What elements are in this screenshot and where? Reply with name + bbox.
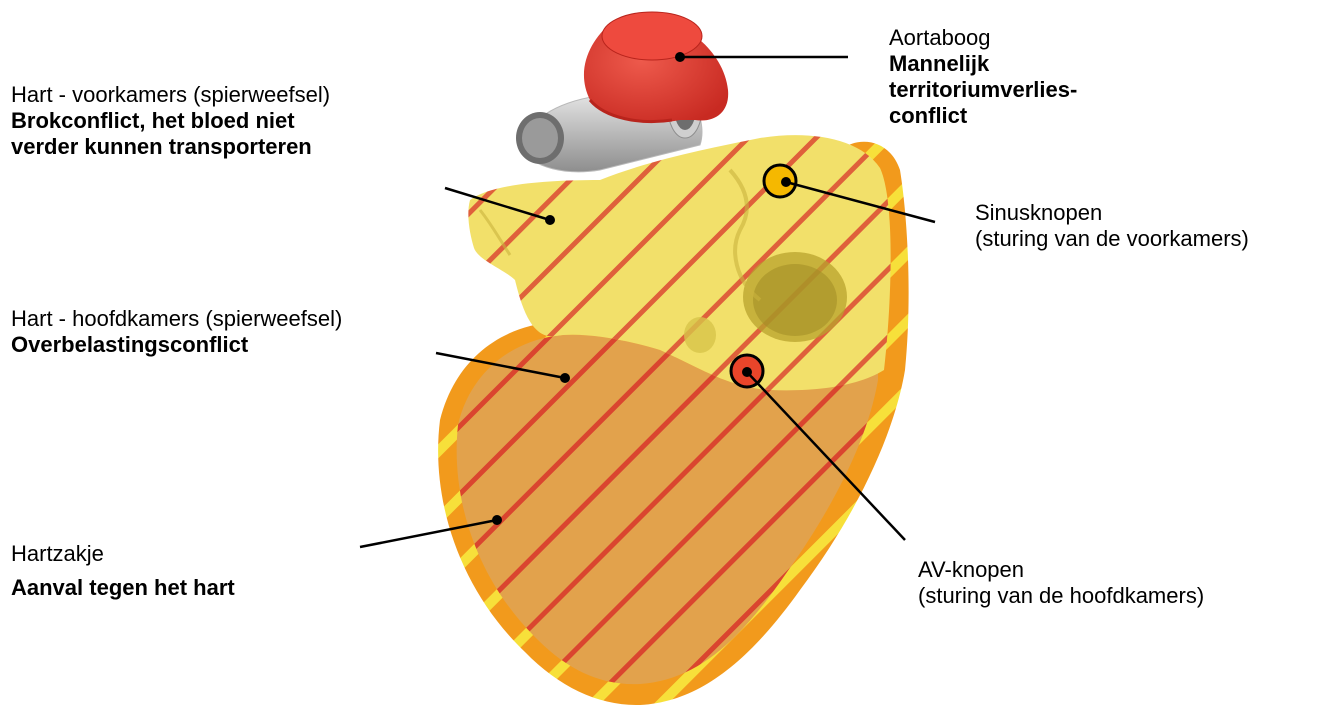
label-ventricles-desc: Overbelastingsconflict [11,332,342,358]
label-sinus: Sinusknopen (sturing van de voorkamers) [975,200,1249,252]
label-av-title: AV-knopen [918,557,1204,583]
label-sinus-desc: (sturing van de voorkamers) [975,226,1249,252]
label-atria-desc-2: verder kunnen transporteren [11,134,330,160]
label-ventricles: Hart - hoofdkamers (spierweefsel) Overbe… [11,306,342,358]
label-pericardium-desc: Aanval tegen het hart [11,575,235,601]
sinus-node [764,165,796,197]
label-atria-title: Hart - voorkamers (spierweefsel) [11,82,330,108]
label-aorta: Aortaboog Mannelijk territoriumverlies- … [889,25,1077,129]
label-ventricles-title: Hart - hoofdkamers (spierweefsel) [11,306,342,332]
label-sinus-title: Sinusknopen [975,200,1249,226]
label-atria-desc-1: Brokconflict, het bloed niet [11,108,330,134]
label-aorta-desc-3: conflict [889,103,1077,129]
aortic-arch [584,12,728,122]
label-av: AV-knopen (sturing van de hoofdkamers) [918,557,1204,609]
label-aorta-desc-2: territoriumverlies- [889,77,1077,103]
label-aorta-desc-1: Mannelijk [889,51,1077,77]
label-pericardium-title: Hartzakje [11,541,235,567]
label-av-desc: (sturing van de hoofdkamers) [918,583,1204,609]
label-aorta-title: Aortaboog [889,25,1077,51]
label-pericardium: Hartzakje Aanval tegen het hart [11,541,235,601]
label-atria: Hart - voorkamers (spierweefsel) Brokcon… [11,82,330,160]
